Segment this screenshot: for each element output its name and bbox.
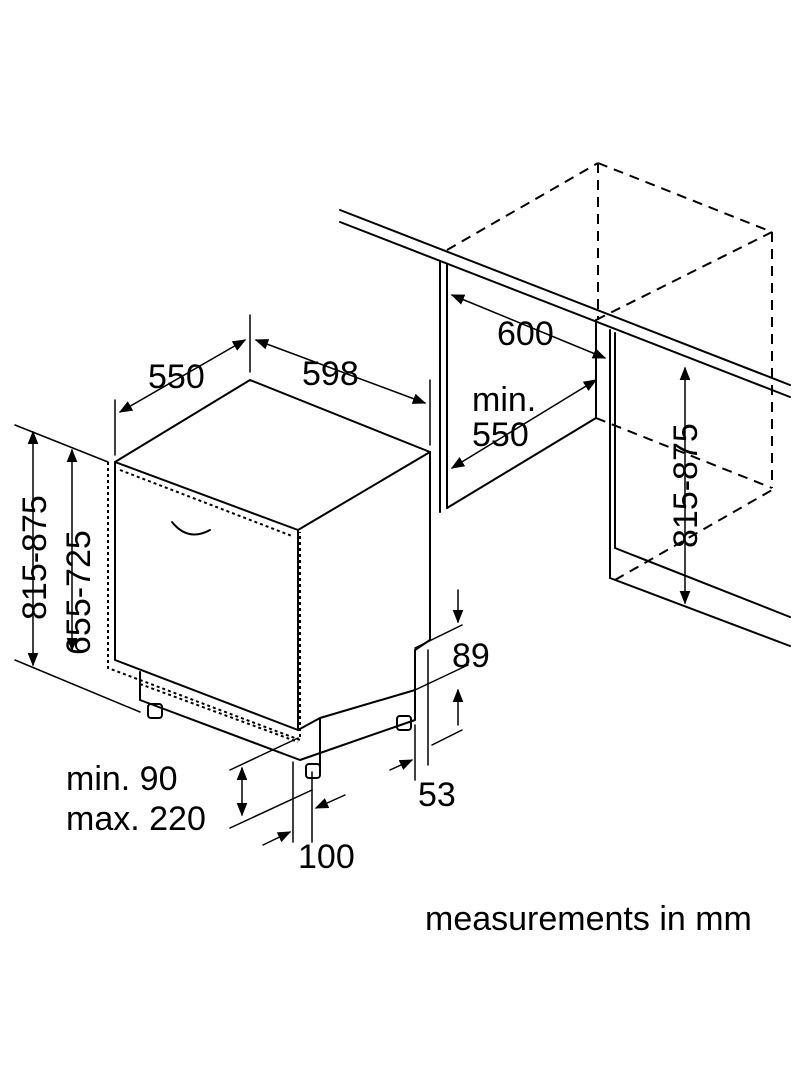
label-niche-width: 600 [497, 315, 554, 353]
label-niche-depth-value: 550 [472, 416, 529, 454]
foot-front [305, 763, 321, 779]
door-handle [171, 521, 211, 536]
label-plinth-min: min. 90 [66, 760, 178, 798]
dimension-lines [14, 294, 691, 846]
label-foot-inset: 100 [298, 838, 355, 876]
dimension-labels: 550 598 600 min. 550 815-875 815-875 655… [16, 315, 705, 876]
label-niche-height: 815-875 [667, 423, 705, 548]
foot-right [396, 715, 412, 731]
dishwasher-body [107, 379, 431, 779]
label-plinth-gap: 53 [418, 776, 456, 814]
label-total-height: 815-875 [16, 495, 54, 620]
footer-note: measurements in mm [425, 900, 752, 938]
label-door-height: 655-725 [60, 530, 98, 655]
kitchen-niche [339, 162, 791, 647]
foot-left [147, 703, 163, 719]
label-width: 598 [302, 355, 359, 393]
label-plinth-top: 89 [452, 637, 490, 675]
label-niche-depth-min: min. [472, 381, 536, 419]
label-plinth-max: max. 220 [66, 800, 206, 838]
label-depth: 550 [148, 358, 205, 396]
